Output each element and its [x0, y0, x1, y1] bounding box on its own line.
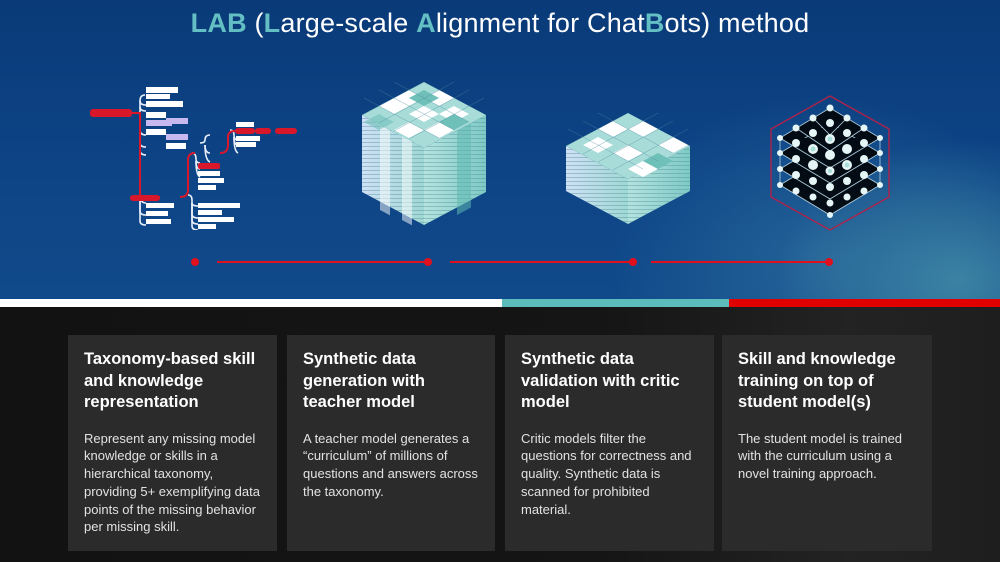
step-card-training: Skill and knowledge training on top of s… — [722, 335, 932, 551]
process-timeline — [191, 258, 833, 266]
title-part: LAB — [190, 8, 247, 38]
title-part: B — [644, 8, 665, 38]
step-card-validation: Synthetic data validation with critic mo… — [505, 335, 714, 551]
step-card-taxonomy: Taxonomy-based skill and knowledge repre… — [68, 335, 277, 551]
card-body: A teacher model generates a “curriculum”… — [303, 430, 478, 499]
large-data-cube-icon — [362, 81, 486, 225]
stripe-white — [0, 299, 502, 307]
title-part: A — [416, 8, 436, 38]
card-body: The student model is trained with the cu… — [738, 430, 903, 482]
title-part: L — [263, 8, 281, 38]
title-part: ( — [246, 8, 264, 38]
taxonomy-tree-icon — [90, 87, 297, 230]
page-title: LAB (Large-scale Alignment for ChatBots)… — [0, 8, 1000, 39]
card-title: Synthetic data validation with critic mo… — [521, 350, 680, 411]
title-part: arge-scale — [280, 8, 417, 38]
card-body: Critic models filter the questions for c… — [521, 430, 692, 517]
title-part: ots) method — [664, 8, 810, 38]
small-data-cube-icon — [566, 112, 690, 224]
card-body: Represent any missing model knowledge or… — [84, 430, 260, 535]
card-title: Synthetic data generation with teacher m… — [303, 350, 425, 411]
step-card-generation: Synthetic data generation with teacher m… — [287, 335, 495, 551]
stripe-red — [729, 299, 1000, 307]
title-part: lignment for Chat — [435, 8, 645, 38]
network-hexagon-icon — [770, 95, 890, 231]
card-title: Taxonomy-based skill and knowledge repre… — [84, 350, 256, 411]
header-banner: LAB (Large-scale Alignment for ChatBots)… — [0, 0, 1000, 299]
stripe-teal — [502, 299, 729, 307]
card-title: Skill and knowledge training on top of s… — [738, 350, 896, 411]
